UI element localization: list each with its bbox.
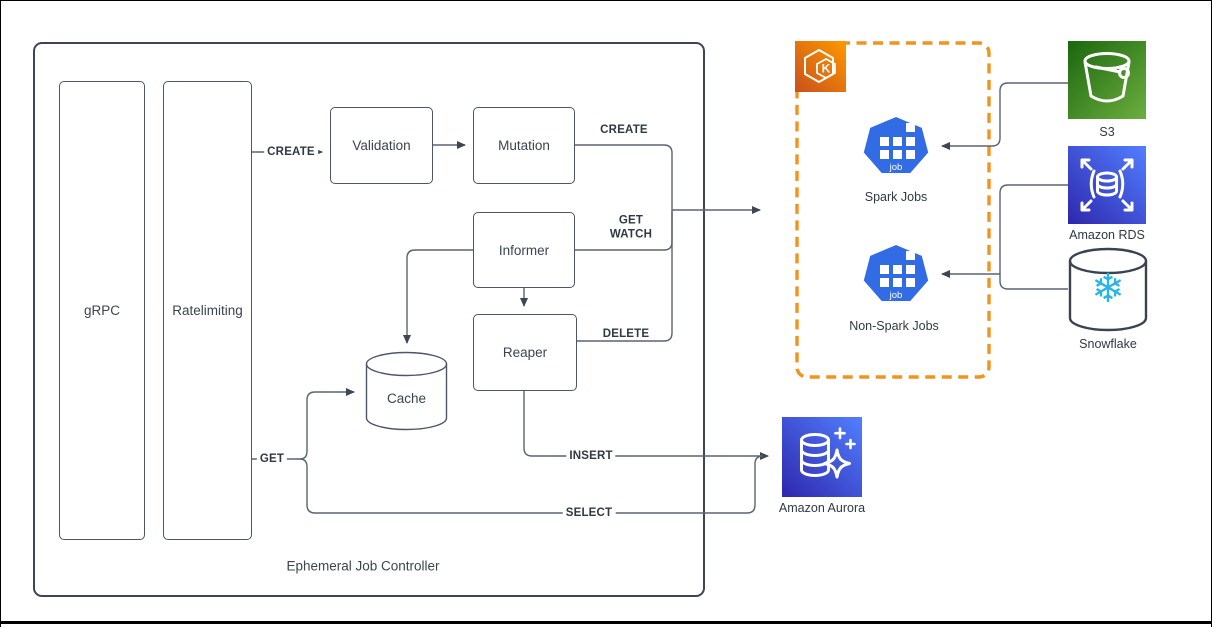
s3-label: S3 (1099, 125, 1115, 139)
edge-label-insert: INSERT (566, 448, 616, 464)
informer-node: Informer (473, 212, 575, 288)
amazon-rds-icon (1068, 146, 1146, 224)
cylinder-shape-icon (365, 351, 448, 431)
grpc-label: gRPC (83, 303, 120, 318)
snowflake-node: ❄ (1068, 247, 1148, 332)
controller-title: Ephemeral Job Controller (286, 558, 440, 574)
amazon-aurora-icon (782, 417, 862, 497)
cylinder-shape-icon (1068, 247, 1148, 332)
reaper-node: Reaper (473, 314, 577, 391)
reaper-label: Reaper (502, 345, 548, 360)
non-spark-job-icon-text: job (889, 290, 903, 301)
frame-bottom-line (0, 621, 1212, 624)
spark-jobs-label: Spark Jobs (864, 190, 928, 204)
ratelimiting-node: Ratelimiting (163, 81, 252, 540)
informer-label: Informer (498, 242, 550, 258)
edge-label-get: GET (256, 451, 288, 467)
eks-letter: K (822, 62, 831, 76)
eks-icon: K (795, 41, 846, 92)
edge-label-select: SELECT (562, 505, 616, 521)
s3-icon (1068, 41, 1146, 119)
edge-label-create-in: CREATE (264, 144, 318, 160)
snowflake-label: Snowflake (1079, 337, 1137, 351)
validation-node: Validation (330, 107, 433, 184)
mutation-node: Mutation (473, 107, 575, 184)
edge-label-get-watch: GET WATCH (609, 214, 653, 241)
ephemeral-job-controller-box (33, 42, 705, 597)
cache-cylinder-node: Cache (365, 351, 448, 431)
amazon-rds-label: Amazon RDS (1069, 228, 1145, 242)
validation-label: Validation (352, 138, 411, 153)
snowflake-logo-icon: ❄ (1091, 267, 1125, 311)
non-spark-jobs-label: Non-Spark Jobs (849, 319, 939, 333)
ratelimiting-label: Ratelimiting (172, 303, 243, 318)
amazon-aurora-label: Amazon Aurora (778, 501, 866, 515)
frame-top-line (0, 0, 1212, 1)
grpc-node: gRPC (59, 81, 145, 540)
mutation-label: Mutation (498, 138, 550, 153)
edge-label-delete: DELETE (602, 327, 650, 340)
frame-left-line (0, 0, 1, 627)
edge-label-create-out: CREATE (600, 123, 648, 136)
spark-jobs-k8s-job-icon: job (861, 117, 931, 175)
cache-label: Cache (386, 391, 427, 406)
spark-job-icon-text: job (889, 162, 903, 173)
non-spark-jobs-k8s-job-icon: job (861, 245, 931, 303)
